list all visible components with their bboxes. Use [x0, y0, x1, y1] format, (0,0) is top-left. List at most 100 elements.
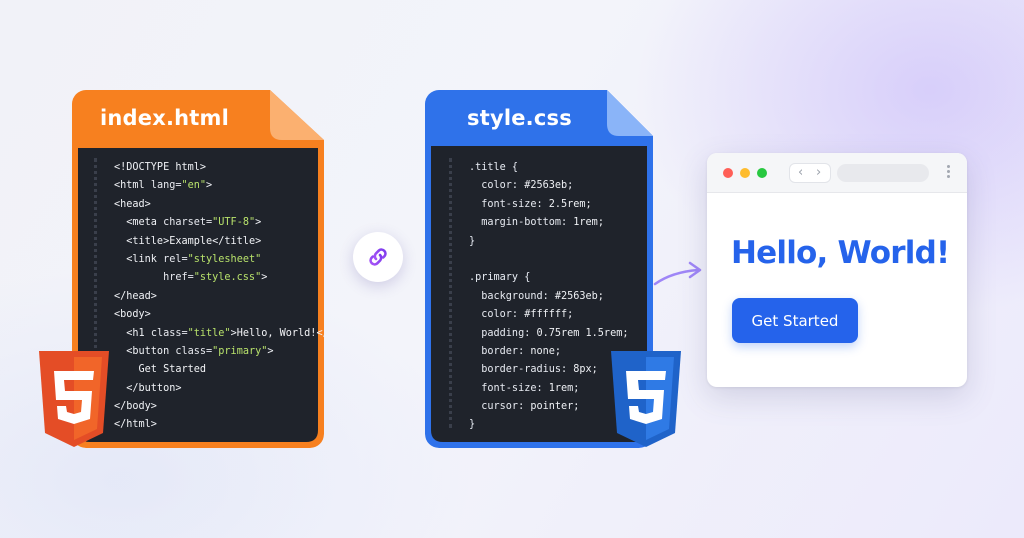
forward-arrow-icon[interactable]: ›: [816, 165, 822, 180]
css-code-line: cursor: pointer;: [469, 398, 628, 416]
css-to-browser-arrow: [653, 268, 700, 286]
css-code-token: font-size:: [469, 382, 549, 394]
html-code-token: class=: [150, 327, 188, 339]
html-code-token: </body>: [114, 401, 157, 413]
html-code-line: Get Started: [114, 361, 324, 379]
html-code-token: >: [206, 180, 213, 192]
css-code-line: [469, 251, 628, 269]
html-code-token: rel=: [163, 253, 188, 265]
link-connector: [353, 232, 403, 282]
css-code-token: }: [469, 235, 476, 247]
html-file-shape: [72, 90, 324, 448]
html-code-token: </head>: [114, 290, 157, 302]
html-code-token: <title>: [114, 235, 170, 247]
css-code-token: 1rem;: [548, 382, 580, 394]
css-code-block: .title { color: #2563eb; font-size: 2.5r…: [469, 159, 628, 435]
css-code-line: color: #2563eb;: [469, 177, 628, 195]
css-code-line: font-size: 2.5rem;: [469, 196, 628, 214]
css-code-token: border:: [469, 345, 531, 357]
html-code-token: <button: [114, 345, 176, 357]
html5-icon: [39, 351, 109, 447]
css-code-token: 8px;: [573, 364, 598, 376]
html-code-line: <button class="primary">: [114, 343, 324, 361]
css-code-token: color:: [469, 180, 525, 192]
css-code-token: border-radius:: [469, 364, 574, 376]
css-code-token: .title {: [469, 162, 519, 173]
html-code-block: <!DOCTYPE html><html lang="en"><head> <m…: [114, 159, 324, 435]
html-code-token: >: [267, 345, 274, 357]
html-code-line: href="style.css">: [114, 269, 324, 287]
minimize-dot[interactable]: [740, 168, 750, 178]
html-code-token: "style.css": [193, 272, 262, 284]
more-menu-icon[interactable]: [947, 165, 950, 181]
html-code-token: <h1: [114, 327, 151, 339]
css-code-line: border-radius: 8px;: [469, 361, 628, 379]
html-code-line: <head>: [114, 196, 324, 214]
css-code-token: }: [469, 419, 476, 431]
html-code-line: <h1 class="title">Hello, World!</h1>: [114, 325, 324, 343]
html-file-name: index.html: [100, 106, 230, 130]
css-code-token: cursor:: [469, 401, 531, 413]
html-gutter: [94, 158, 97, 428]
css-code-token: font-size:: [469, 198, 549, 210]
html-code-line: <html lang="en">: [114, 177, 324, 195]
css-code-token: 0.75rem 1.5rem;: [536, 327, 629, 339]
css-code-token: color:: [469, 309, 525, 321]
html-code-token: </button>: [114, 382, 182, 394]
html-file-card: index.html <!DOCTYPE html><html lang="en…: [72, 90, 324, 448]
html-code-token: "UTF-8": [212, 217, 256, 229]
html-code-token: href=: [114, 272, 194, 284]
html-code-token: </h1>: [316, 327, 324, 339]
css-code-token: 1rem;: [573, 217, 604, 229]
html-code-token: <link: [114, 253, 164, 265]
link-icon: [369, 248, 387, 266]
css-code-line: border: none;: [469, 343, 628, 361]
css-code-line: font-size: 1rem;: [469, 380, 628, 398]
html-code-line: </body>: [114, 398, 324, 416]
css-code-token: padding:: [469, 327, 537, 339]
css-code-token: #2563eb;: [554, 290, 604, 302]
page-heading: Hello, World!: [731, 235, 950, 271]
html-code-token: charset=: [163, 217, 213, 229]
browser-window: ‹ › Hello, World! Get Started: [707, 153, 967, 387]
html-code-token: <meta: [114, 217, 164, 229]
css-code-line: margin-bottom: 1rem;: [469, 214, 628, 232]
html-code-token: <body>: [114, 309, 151, 321]
html-code-line: </button>: [114, 380, 324, 398]
close-dot[interactable]: [723, 168, 733, 178]
css-file-card: style.css .title { color: #2563eb; font-…: [425, 90, 653, 448]
css-gutter: [449, 158, 452, 428]
css-code-token: #2563eb;: [524, 180, 574, 192]
css3-icon: [611, 351, 681, 447]
html-code-line: </head>: [114, 288, 324, 306]
css-code-line: background: #2563eb;: [469, 288, 628, 306]
css-code-line: }: [469, 416, 628, 434]
css-code-token: margin-bottom:: [469, 217, 574, 229]
get-started-button[interactable]: Get Started: [732, 298, 858, 343]
css-code-token: background:: [469, 290, 555, 302]
maximize-dot[interactable]: [757, 168, 767, 178]
css-code-line: padding: 0.75rem 1.5rem;: [469, 325, 628, 343]
css-code-line: .title {: [469, 159, 628, 177]
html-code-line: <meta charset="UTF-8">: [114, 214, 324, 232]
html-code-token: >: [255, 217, 262, 229]
html-code-line: <!DOCTYPE html>: [114, 159, 324, 177]
back-arrow-icon[interactable]: ‹: [798, 165, 804, 180]
browser-toolbar: ‹ ›: [707, 153, 967, 193]
css-code-line: .primary {: [469, 269, 628, 287]
html-code-token: "stylesheet": [187, 253, 262, 265]
html-code-token: class=: [175, 345, 213, 357]
css-code-line: }: [469, 233, 628, 251]
html-code-token: lang=: [150, 180, 182, 192]
html-code-token: "primary": [212, 345, 268, 357]
html-code-token: Example: [169, 235, 213, 247]
css-file-shape: [425, 90, 653, 448]
html-code-token: "title": [187, 327, 231, 339]
html-code-token: >: [261, 272, 268, 284]
css-code-token: 2.5rem;: [548, 198, 592, 210]
address-bar[interactable]: [837, 164, 929, 182]
css-code-token: .primary {: [469, 272, 531, 284]
html-code-token: </title>: [212, 235, 262, 247]
html-code-token: <html: [114, 180, 151, 192]
html-code-token: Hello, World!: [236, 327, 317, 339]
